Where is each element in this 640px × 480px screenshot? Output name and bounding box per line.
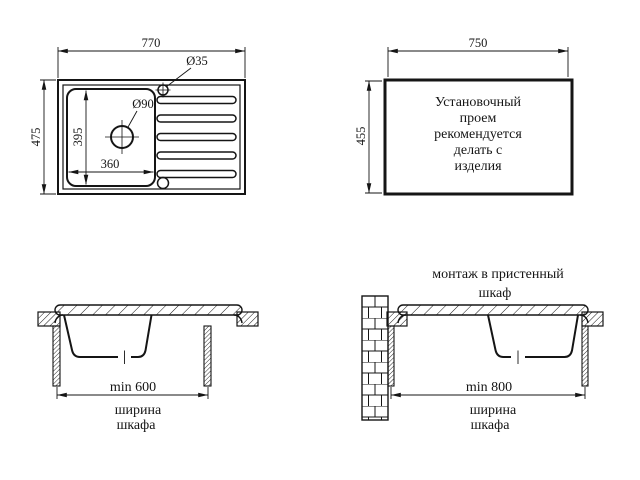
drainboard-groove <box>156 95 237 105</box>
drainboard-groove <box>156 114 237 123</box>
bowl-section-right <box>525 314 579 358</box>
drain-hole-centerlines <box>105 120 139 154</box>
leader-line-drain-hole <box>127 110 138 129</box>
cabinet-right-wall <box>203 325 212 387</box>
dim-text-475: 475 <box>29 128 43 147</box>
drainboard-groove <box>156 132 237 142</box>
brick-wall <box>361 295 389 421</box>
drainboard-groove <box>156 169 237 179</box>
caption-cabinet-right: шкафа <box>471 418 511 433</box>
dim-text-395: 395 <box>71 128 85 147</box>
cabinet-left-wall <box>52 325 61 387</box>
bowl-section-left <box>487 314 511 358</box>
rim-edge-hooks <box>54 314 243 324</box>
dim-text-360: 360 <box>101 157 120 171</box>
ext-lines-770 <box>57 47 246 78</box>
caption-cabinet-left: шкафа <box>117 418 157 433</box>
cabinet-right-wall <box>581 325 589 387</box>
cutout-note-line5: изделия <box>454 159 502 174</box>
dim-text-455: 455 <box>354 127 368 146</box>
cutout-note-line3: рекомендуется <box>434 127 522 142</box>
sink-top-view: 770 475 395 360 Ø35 Ø90 <box>29 36 246 195</box>
label-faucet-hole: Ø35 <box>186 54 208 68</box>
rim-edge-hooks <box>397 314 589 324</box>
wall-mount-title-line1: монтаж в пристенный <box>432 267 564 282</box>
drainboard-groove <box>156 151 237 160</box>
section-standard-cabinet: min 600 ширина шкафа <box>37 304 259 433</box>
cutout-outline <box>383 78 574 196</box>
sink-rim-section <box>54 304 243 316</box>
bowl-section-right <box>131 314 153 358</box>
sink-rim-section <box>397 304 589 316</box>
faucet-hole-centerlines <box>155 82 171 98</box>
cutout-note-line4: делать с <box>454 143 502 158</box>
wall-mount-title-line2: шкаф <box>479 286 512 301</box>
bowl-section-left <box>63 314 118 358</box>
cutout-view: 750 455 Установочный проем рекомендуется… <box>354 36 574 196</box>
cabinet-left-wall <box>387 325 395 387</box>
dim-text-750: 750 <box>469 36 488 50</box>
bowl-outline <box>66 88 156 187</box>
ext-lines-750 <box>387 47 569 77</box>
dim-text-min600: min 600 <box>110 380 156 395</box>
cutout-note-line2: проем <box>460 111 497 126</box>
leader-line-faucet-hole <box>165 67 192 88</box>
dim-text-min800: min 800 <box>466 380 512 395</box>
caption-width-left: ширина <box>115 403 162 418</box>
label-drain-hole: Ø90 <box>132 97 154 111</box>
dim-text-770: 770 <box>142 36 161 50</box>
caption-width-right: ширина <box>470 403 517 418</box>
overflow-hole-circle <box>156 176 170 190</box>
sink-rim-inner-edge <box>62 84 241 190</box>
section-wall-cabinet: монтаж в пристенный шкаф min 800 ширина … <box>361 267 604 433</box>
sink-outer-outline <box>57 79 246 195</box>
cutout-note-line1: Установочный <box>435 95 522 110</box>
